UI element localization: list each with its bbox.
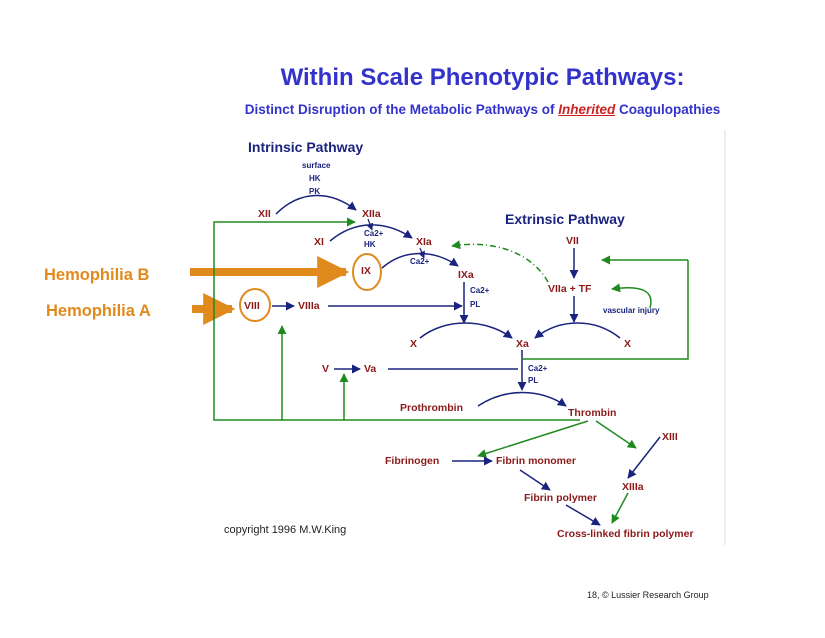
arrow-xiii-xiiia [627, 436, 661, 479]
hk-xi: HK [364, 240, 376, 249]
factor-xiia: XIIa [362, 208, 381, 220]
thrombin-label: Thrombin [568, 407, 616, 419]
factor-viii-highlight-circle [239, 288, 271, 322]
prothrombin-label: Prothrombin [400, 402, 463, 414]
subtitle-emphasis: Inherited [558, 102, 616, 117]
arrow-x-xa-extrinsic [534, 322, 621, 339]
fibrin-polymer-label: Fibrin polymer [524, 492, 597, 504]
factor-xia: XIa [416, 236, 432, 248]
fibrin-monomer-label: Fibrin monomer [496, 455, 576, 467]
factor-xiii: XIII [662, 431, 678, 443]
vascular-injury-label: vascular injury [603, 306, 660, 315]
factor-x-right: X [624, 338, 631, 350]
factor-va: Va [364, 363, 376, 375]
arrow-x-xa-intrinsic [419, 322, 513, 339]
feedback-thrombin-xi [213, 217, 580, 421]
hemophilia-b-label: Hemophilia B [44, 266, 150, 284]
factor-xi: XI [314, 236, 324, 248]
factor-ixa: IXa [458, 269, 474, 281]
factor-vii: VII [566, 235, 579, 247]
hk-label: HK [309, 174, 321, 183]
factor-xii: XII [258, 208, 271, 220]
fibrinogen-label: Fibrinogen [385, 455, 439, 467]
pl-xa: PL [528, 376, 538, 385]
arrow-prothrombin-thrombin [477, 391, 567, 407]
intrinsic-pathway-title: Intrinsic Pathway [248, 139, 363, 155]
arrow-xia-activates [418, 247, 425, 259]
arrow-xiia-activates [366, 218, 374, 231]
copyright-label: copyright 1996 M.W.King [224, 524, 346, 536]
factor-x-left: X [410, 338, 417, 350]
pl-ixa: PL [470, 300, 480, 309]
pk-label: PK [309, 187, 320, 196]
arrow-xiiia-crosslinked [611, 492, 629, 524]
slide-title: Within Scale Phenotypic Pathways: [280, 64, 685, 91]
arrow-monomer-polymer [519, 469, 551, 491]
factor-xiiia: XIIIa [622, 481, 644, 493]
subtitle-text-pre: Distinct Disruption of the Metabolic Pat… [244, 102, 559, 117]
slide-subtitle: Distinct Disruption of the Metabolic Pat… [0, 102, 825, 117]
factor-viiia: VIIIa [298, 300, 320, 312]
subtitle-text-post: Coagulopathies [615, 102, 721, 117]
feedback-xa-loop [522, 260, 689, 360]
surface-label: surface [302, 161, 331, 170]
crosslinked-fibrin-label: Cross-linked fibrin polymer [557, 528, 694, 540]
arrow-thrombin-xiii [595, 420, 637, 449]
hemophilia-a-label: Hemophilia A [46, 302, 151, 320]
factor-v: V [322, 363, 329, 375]
ca-ixa: Ca2+ [470, 286, 490, 295]
ca-ix: Ca2+ [410, 257, 430, 266]
arrow-xii-xiia [275, 194, 357, 215]
dashed-feedback-viia-ix [451, 240, 549, 283]
factor-ix: IX [361, 265, 371, 277]
ca-xa: Ca2+ [528, 364, 548, 373]
factor-ix-highlight-circle [352, 253, 382, 291]
arrow-thrombin-fibrinogen [477, 420, 589, 458]
arrow-polymer-crosslinked [565, 504, 601, 526]
factor-xa: Xa [516, 338, 529, 350]
arrow-vascular-injury [611, 283, 652, 309]
slide-footer: 18, © Lussier Research Group [587, 590, 709, 600]
extrinsic-pathway-title: Extrinsic Pathway [505, 211, 625, 227]
factor-viii: VIII [244, 300, 260, 312]
factor-viia-tf: VIIa + TF [548, 283, 592, 295]
ca-xi: Ca2+ [364, 229, 384, 238]
